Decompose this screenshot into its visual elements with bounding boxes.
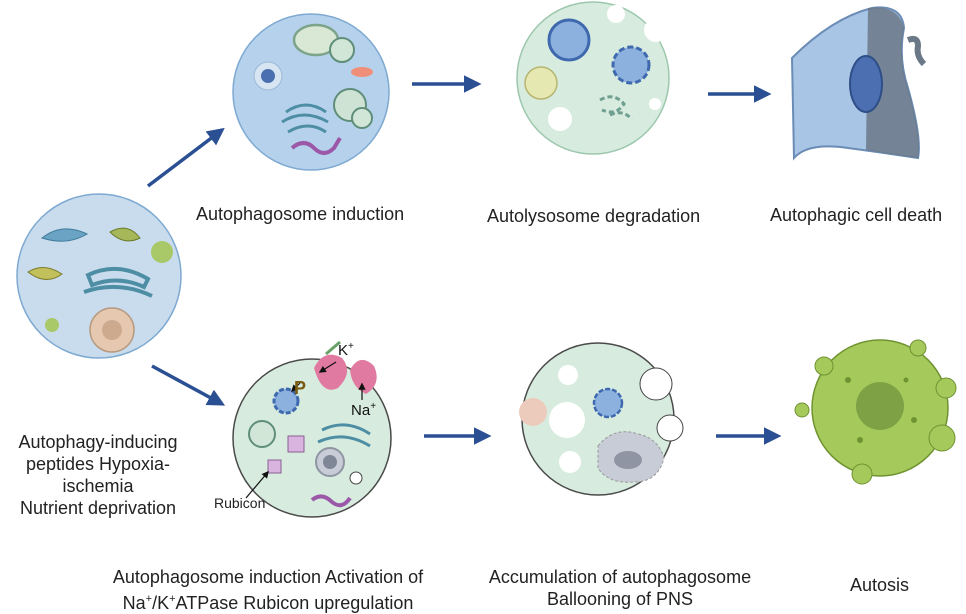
label-inducers: Autophagy-inducing peptides Hypoxia- isc…	[0, 431, 196, 519]
accumulation-line-2: Ballooning of PNS	[546, 589, 694, 609]
accumulation-line-1: Accumulation of autophagosome	[488, 567, 752, 587]
atpase-line-2: Na+/K+ATPase Rubicon upregulation	[122, 593, 414, 613]
arrow-start-to-top	[146, 127, 225, 188]
label-atpase-activation: Autophagosome induction Activation of Na…	[88, 566, 448, 614]
label-rubicon: Rubicon	[214, 495, 266, 511]
atpase-line-1: Autophagosome induction Activation of	[112, 567, 424, 587]
inducers-line-3: ischemia	[62, 476, 134, 496]
arrow-start-to-bottom	[151, 364, 226, 406]
label-autophagosome-induction: Autophagosome induction	[196, 204, 405, 224]
inducers-line-4: Nutrient deprivation	[19, 498, 177, 518]
inducers-line-2: peptides Hypoxia-	[25, 454, 171, 474]
label-accumulation: Accumulation of autophagosome Ballooning…	[475, 566, 765, 610]
annotation-arrows	[245, 361, 366, 499]
autolysosome-degradation-cell	[516, 1, 670, 155]
phosphate-marker: P	[294, 378, 306, 398]
dying-cell	[790, 6, 927, 161]
autophagosome-accumulation-cell	[519, 342, 684, 496]
label-autolysosome-degradation: Autolysosome degradation	[487, 206, 701, 226]
flow-arrows	[146, 75, 782, 445]
label-autophagic-cell-death: Autophagic cell death	[770, 205, 943, 225]
k-ion-label: K+	[338, 341, 354, 359]
na-ion-label: Na+	[351, 401, 376, 419]
initial-cell	[16, 193, 182, 359]
label-autosis: Autosis	[850, 575, 910, 595]
inducers-line-1: Autophagy-inducing	[18, 432, 178, 452]
autosis-cell	[794, 339, 957, 485]
atpase-activation-cell	[232, 340, 392, 518]
autophagosome-induction-cell	[232, 13, 390, 171]
